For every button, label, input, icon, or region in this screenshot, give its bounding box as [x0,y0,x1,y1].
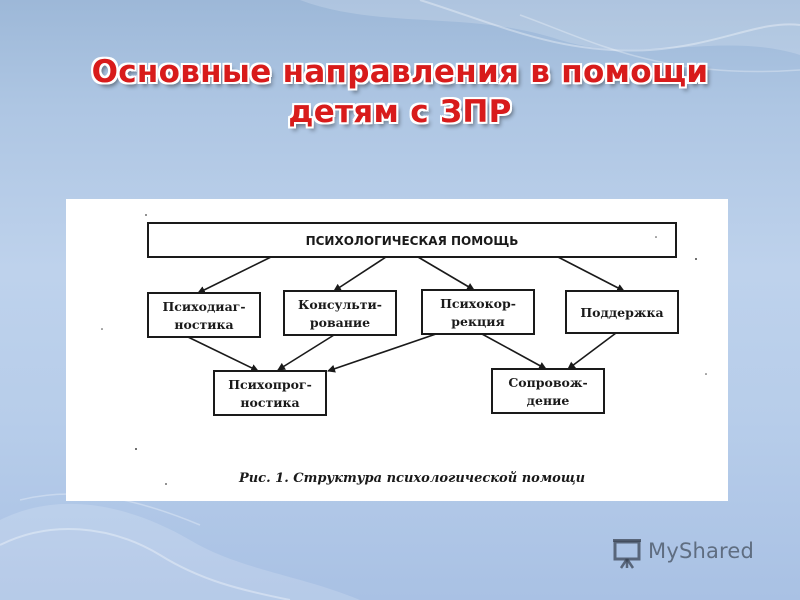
arrow-root-to-support [557,256,625,292]
root-node-label: ПСИХОЛОГИЧЕСКАЯ ПОМОЩЬ [306,234,519,248]
node-support: Поддержка [565,290,679,334]
node-psychodiagnostics: Психодиаг- ностика [147,292,261,338]
node-psychocorrection-line-2: рекция [451,314,504,329]
node-psychodiagnostics-line-1: Психодиаг- [162,299,245,314]
node-accompaniment-line-1: Сопровож- [508,375,587,390]
figure-caption: Рис. 1. Структура психологической помощи [238,471,585,486]
arrow-psychodiagnostics-to-psychoprognosis [187,336,259,372]
diagram-figure: ПСИХОЛОГИЧЕСКАЯ ПОМОЩЬ Психодиаг- ностик… [66,199,728,501]
node-accompaniment-line-2: дение [527,393,570,408]
arrow-psychocorrection-to-psychoprognosis [327,333,437,373]
arrow-root-to-consulting [333,256,387,292]
myshared-watermark: MyShared [610,536,770,572]
root-node: ПСИХОЛОГИЧЕСКАЯ ПОМОЩЬ [147,222,677,258]
scan-specks [101,214,707,485]
node-psychodiagnostics-line-2: ностика [174,317,233,332]
node-accompaniment: Сопровож- дение [491,368,605,414]
slide-title: Основные направления в помощи детям с ЗП… [40,52,760,132]
node-psychocorrection-line-1: Психокор- [440,296,516,311]
slide-title-line-1: Основные направления в помощи [91,54,709,90]
presentation-board-icon [613,539,641,569]
node-consulting-line-1: Консульти- [298,297,382,312]
arrow-psychocorrection-to-accompaniment [481,333,547,370]
arrow-root-to-psychodiagnostics [197,256,272,294]
node-support-label: Поддержка [580,305,663,320]
slide-title-line-2: детям с ЗПР [288,94,512,130]
node-psychocorrection: Психокор- рекция [421,289,535,335]
arrow-root-to-psychocorrection [417,256,475,291]
arrow-support-to-accompaniment [567,332,617,370]
watermark-text: MyShared [648,539,755,563]
node-consulting: Консульти- рование [283,290,397,336]
arrow-consulting-to-psychoprognosis [277,334,335,371]
node-consulting-line-2: рование [310,315,370,330]
node-psychoprognosis-line-1: Психопрог- [228,377,312,392]
node-psychoprognosis: Психопрог- ностика [213,370,327,416]
structure-diagram: ПСИХОЛОГИЧЕСКАЯ ПОМОЩЬ Психодиаг- ностик… [101,214,707,486]
node-psychoprognosis-line-2: ностика [240,395,299,410]
